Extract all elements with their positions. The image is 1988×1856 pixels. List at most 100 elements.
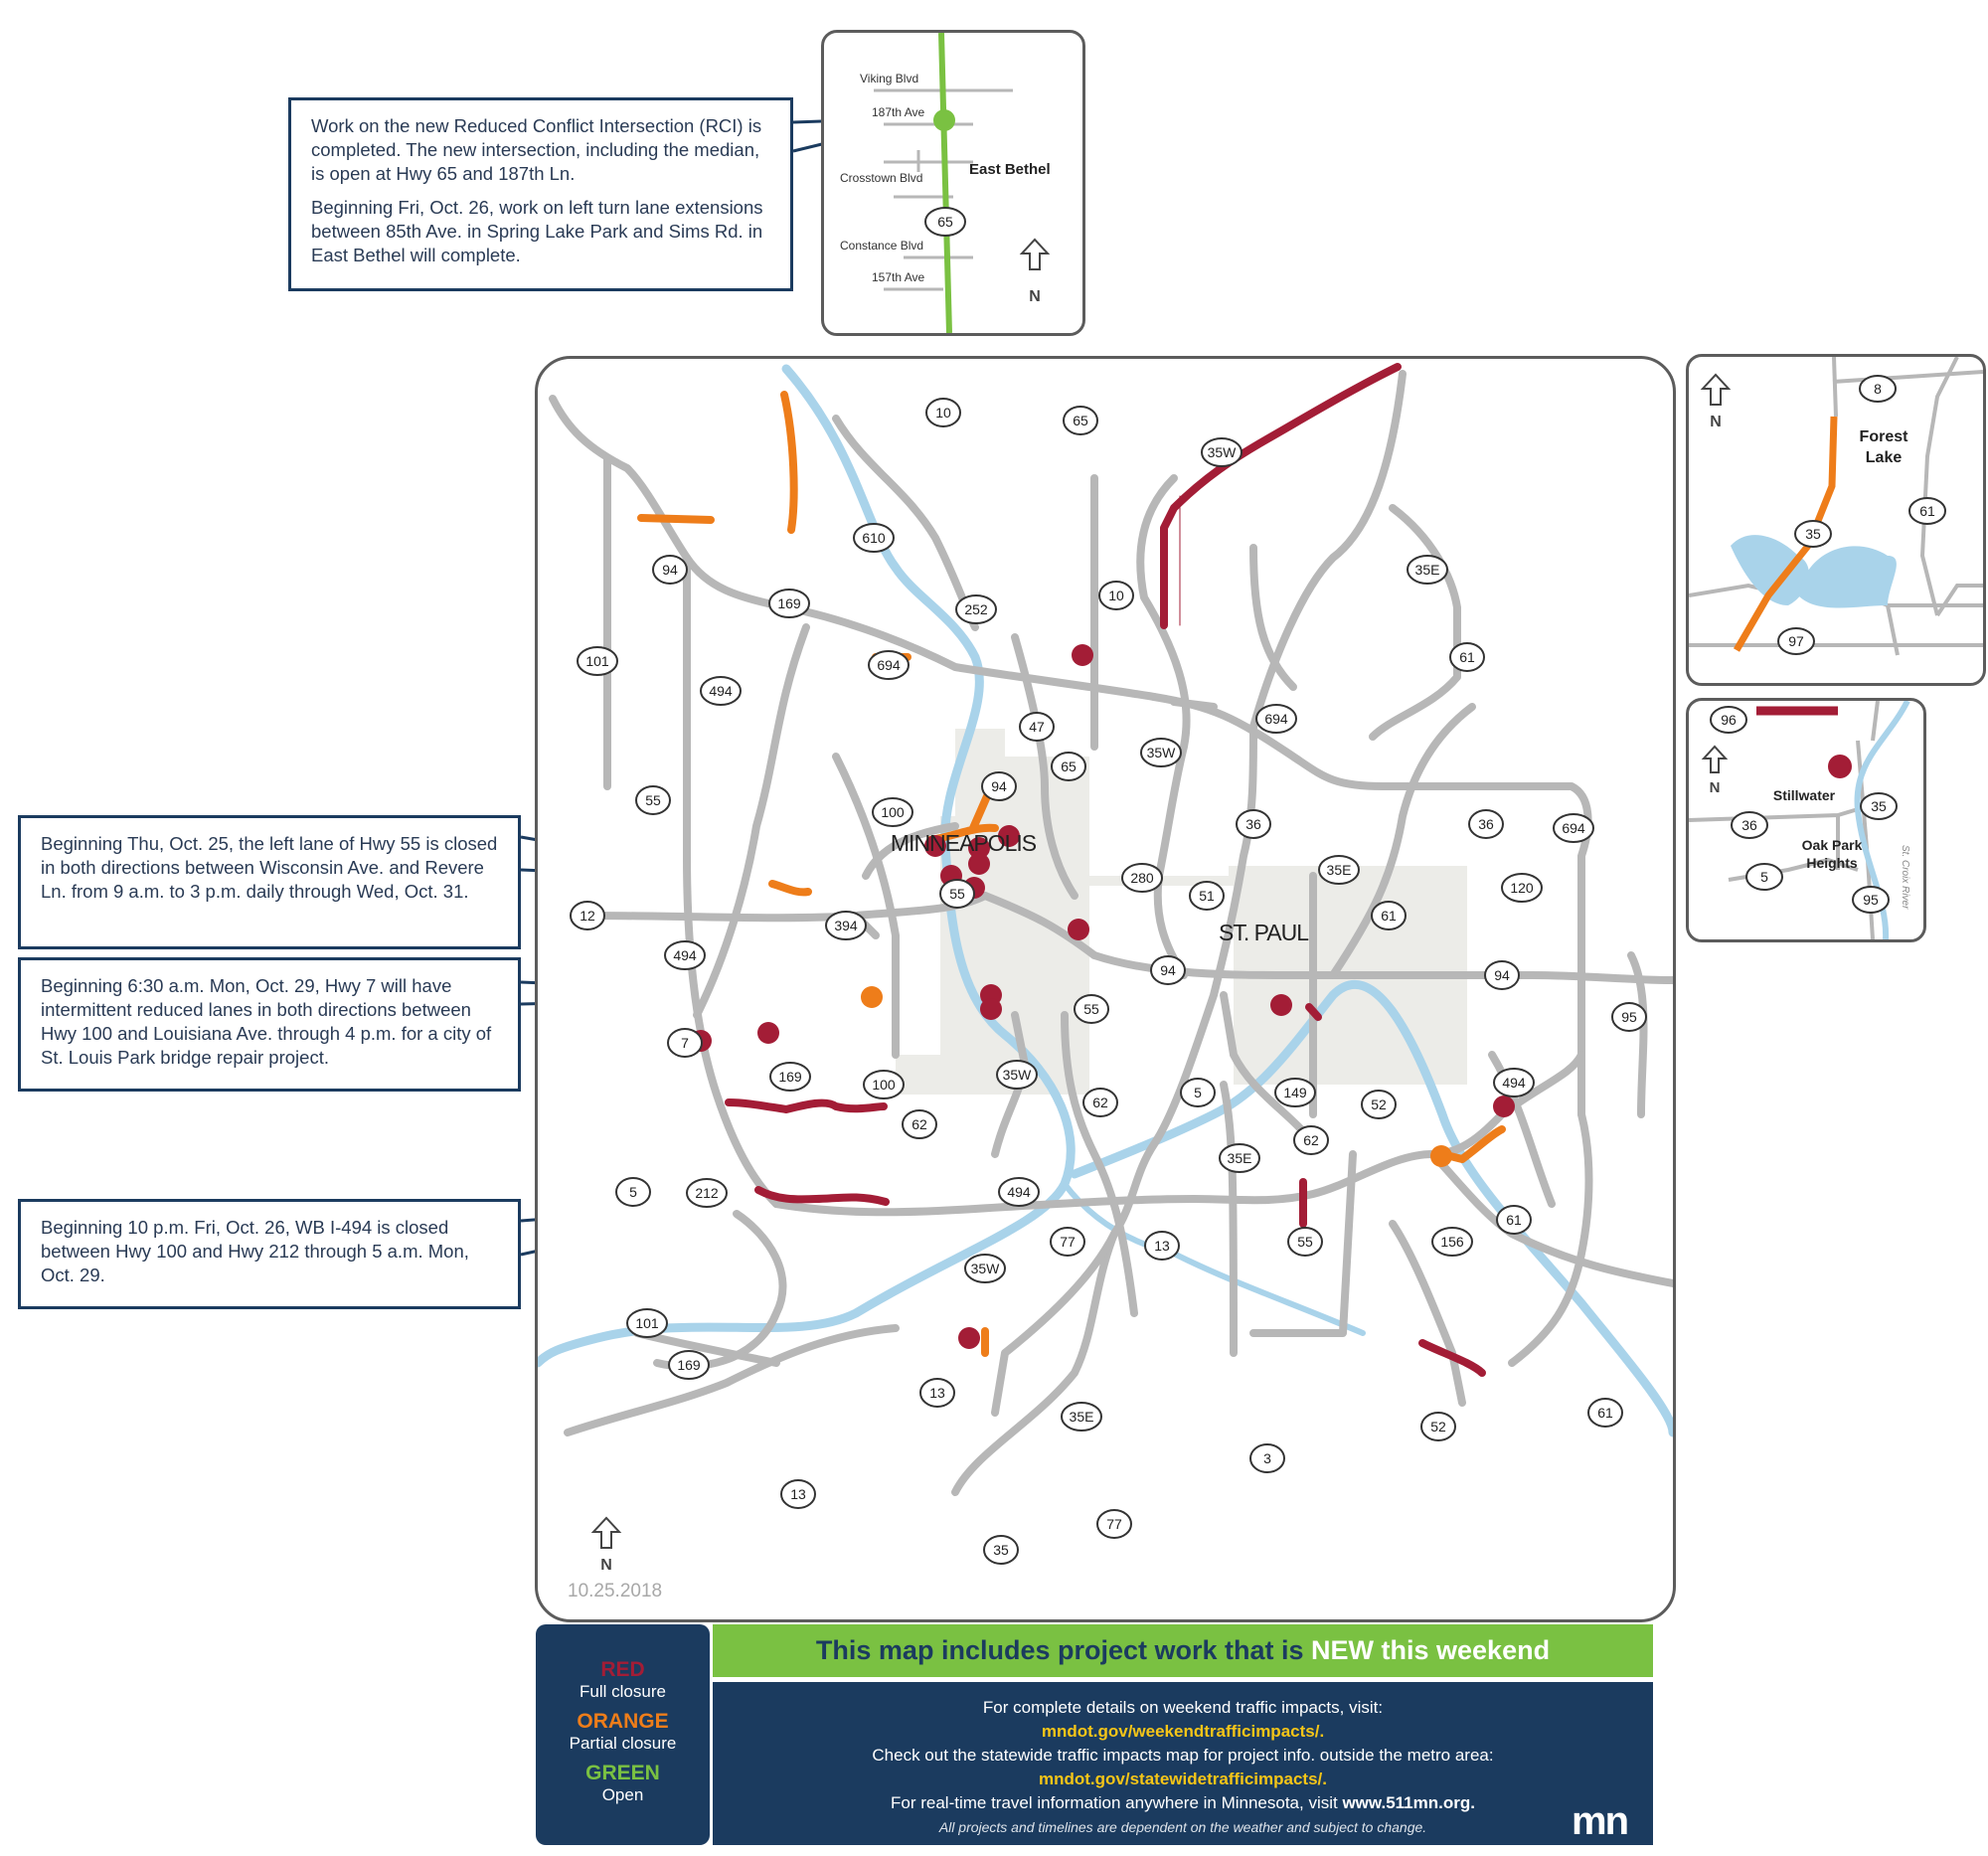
route-shield-label: 65 [937,214,953,230]
route-shield-36: 36 [1236,809,1271,839]
svg-text:13: 13 [929,1385,945,1401]
route-shield-35E: 35E [1407,555,1448,585]
road-label: 157th Ave [872,270,924,284]
partial-closure-marker [1430,1145,1452,1167]
route-shield-55: 55 [1074,994,1109,1024]
route-shield-55: 55 [635,785,671,815]
route-shield-610: 610 [853,523,895,553]
route-shield-35W: 35W [996,1060,1038,1090]
route-shield-36: 36 [1468,809,1504,839]
svg-text:55: 55 [645,792,661,808]
forest-lake-inset: 8 61 35 97 Forest Lake N [1686,354,1986,686]
hwy7-text: Beginning 6:30 a.m. Mon, Oct. 29, Hwy 7 … [41,975,492,1068]
route-shield: 61 [1908,497,1946,525]
svg-text:35: 35 [1871,798,1887,814]
mn-logo-icon: mn [1572,1799,1629,1843]
route-shield-149: 149 [1274,1078,1316,1107]
route-shield: 35 [1794,520,1832,548]
svg-text:35W: 35W [1003,1067,1033,1083]
route-shield-61: 61 [1371,901,1407,930]
route-shield-5: 5 [615,1177,651,1207]
route-shield-51: 51 [1189,881,1225,911]
svg-text:694: 694 [1264,711,1288,727]
svg-text:35W: 35W [971,1261,1001,1276]
east-bethel-inset-map: Viking Blvd 187th Ave Crosstown Blvd Con… [840,33,1051,333]
info-line-3: For real-time travel information anywher… [891,1793,1343,1812]
route-shield-7: 7 [667,1028,703,1058]
route-shield-13: 13 [919,1378,955,1408]
svg-text:62: 62 [1092,1095,1108,1110]
svg-text:77: 77 [1060,1234,1076,1250]
svg-text:101: 101 [635,1315,659,1331]
svg-text:51: 51 [1199,888,1215,904]
route-shield-694: 694 [1553,813,1594,843]
route-shield-494: 494 [1493,1068,1535,1097]
route-shield-35: 35 [983,1535,1019,1565]
partial-closure-marker [861,986,883,1008]
full-closure-marker [968,853,990,875]
svg-text:94: 94 [1160,962,1176,978]
svg-text:7: 7 [681,1035,689,1051]
statewide-impacts-link[interactable]: mndot.gov/statewidetrafficimpacts/. [1039,1770,1327,1788]
banner-highlight: NEW this weekend [1311,1635,1551,1665]
full-closure-marker [958,1327,980,1349]
route-shield-47: 47 [1019,712,1055,742]
route-shield-169: 169 [768,589,810,618]
svg-text:47: 47 [1029,719,1045,735]
svg-text:35: 35 [993,1542,1009,1558]
disclaimer: All projects and timelines are dependent… [938,1819,1427,1835]
road-label: Crosstown Blvd [840,171,922,185]
svg-text:3: 3 [1263,1450,1271,1466]
svg-text:169: 169 [677,1357,701,1373]
svg-text:61: 61 [1459,649,1475,665]
info-line-1: For complete details on weekend traffic … [982,1698,1384,1717]
route-shield-252: 252 [955,594,997,624]
route-shield-77: 77 [1096,1509,1132,1539]
svg-text:5: 5 [1760,869,1768,885]
city-label: MINNEAPOLIS [891,830,1037,856]
svg-text:35W: 35W [1208,444,1238,460]
511mn-link[interactable]: www.511mn.org. [1342,1793,1475,1812]
place-label: Lake [1866,449,1903,466]
svg-text:35E: 35E [1415,562,1440,578]
full-closure-marker [757,1022,779,1044]
full-closure-marker [980,998,1002,1020]
new-work-banner: This map includes project work that is N… [713,1624,1653,1677]
full-closure-marker [1828,755,1852,778]
svg-text:36: 36 [1741,817,1757,833]
svg-text:10: 10 [1108,588,1124,603]
svg-text:55: 55 [1083,1001,1099,1017]
banner-text: This map includes project work that is [815,1635,1312,1665]
legend-orange-desc: Partial closure [569,1734,677,1753]
svg-text:35E: 35E [1228,1150,1252,1166]
svg-text:55: 55 [949,886,965,902]
hwy7-callout: Beginning 6:30 a.m. Mon, Oct. 29, Hwy 7 … [18,957,521,1092]
route-shield-169: 169 [769,1062,811,1092]
i494-callout: Beginning 10 p.m. Fri, Oct. 26, WB I-494… [18,1199,521,1309]
forest-lake-inset-map: 8 61 35 97 Forest Lake N [1689,357,1983,656]
route-shield: 5 [1745,863,1783,891]
route-shield-52: 52 [1361,1090,1397,1119]
svg-text:97: 97 [1788,633,1804,649]
svg-text:61: 61 [1506,1212,1522,1228]
route-shield-61: 61 [1587,1398,1623,1428]
route-shield-61: 61 [1496,1205,1532,1235]
route-shield-10: 10 [1098,581,1134,610]
weekend-impacts-link[interactable]: mndot.gov/weekendtrafficimpacts/. [1041,1722,1325,1741]
road-label: Viking Blvd [860,72,918,85]
north-arrow-icon: N [1019,238,1051,305]
route-shield-494: 494 [998,1177,1040,1207]
svg-text:100: 100 [872,1077,896,1093]
svg-text:55: 55 [1297,1234,1313,1250]
svg-text:62: 62 [1303,1132,1319,1148]
route-shield-212: 212 [686,1178,728,1208]
svg-text:35E: 35E [1327,862,1352,878]
legend-green-title: GREEN [585,1762,660,1784]
north-arrow-icon: N [1701,745,1729,796]
route-shield-65: 65 [1051,752,1086,781]
route-shield: 97 [1777,627,1815,655]
route-shield-55: 55 [939,879,975,909]
full-closure-marker [1493,1096,1515,1117]
route-shield-694: 694 [1255,704,1297,734]
